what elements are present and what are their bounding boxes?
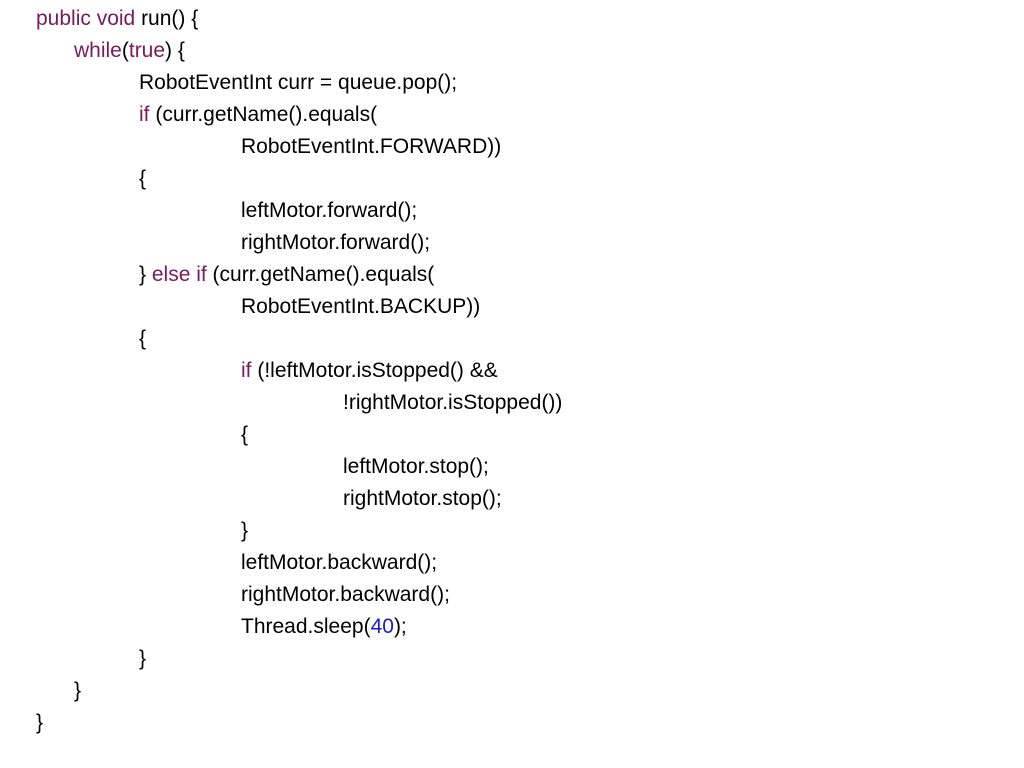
- code-token: }: [74, 679, 82, 702]
- code-token: {: [241, 423, 249, 446]
- code-line: } else if (curr.getName().equals(: [36, 259, 562, 291]
- code-token: (!leftMotor.isStopped() &&: [251, 359, 498, 382]
- code-token: (curr.getName().equals(: [206, 263, 435, 286]
- code-token: rightMotor.forward();: [241, 231, 431, 254]
- code-token: rightMotor.backward();: [241, 583, 450, 606]
- code-token: leftMotor.forward();: [241, 199, 418, 222]
- code-line: leftMotor.forward();: [36, 195, 562, 227]
- code-line: RobotEventInt.BACKUP)): [36, 291, 562, 323]
- code-token: leftMotor.stop();: [343, 455, 489, 478]
- code-token: ) {: [165, 39, 185, 62]
- code-token: }: [139, 263, 152, 286]
- code-line: {: [36, 419, 562, 451]
- code-line: {: [36, 163, 562, 195]
- code-keyword: true: [128, 39, 166, 62]
- code-keyword: else if: [151, 263, 207, 286]
- code-line: !rightMotor.isStopped()): [36, 387, 562, 419]
- code-line: }: [36, 643, 562, 675]
- code-line: if (curr.getName().equals(: [36, 99, 562, 131]
- code-line: }: [36, 675, 562, 707]
- code-token: }: [241, 519, 249, 542]
- code-keyword: if: [241, 359, 252, 382]
- code-token: (: [121, 39, 129, 62]
- code-token: run() {: [135, 7, 199, 30]
- code-token: rightMotor.stop();: [343, 487, 502, 510]
- code-token: RobotEventInt.FORWARD)): [241, 135, 502, 158]
- code-block: public void run() {while(true) {RobotEve…: [36, 3, 562, 739]
- code-token: RobotEventInt curr = queue.pop();: [139, 71, 458, 94]
- code-keyword: if: [139, 103, 150, 126]
- code-token: !rightMotor.isStopped()): [343, 391, 563, 414]
- code-line: RobotEventInt.FORWARD)): [36, 131, 562, 163]
- code-line: RobotEventInt curr = queue.pop();: [36, 67, 562, 99]
- code-line: {: [36, 323, 562, 355]
- code-line: rightMotor.backward();: [36, 579, 562, 611]
- code-token: }: [36, 711, 44, 734]
- code-token: (curr.getName().equals(: [149, 103, 378, 126]
- code-line: rightMotor.forward();: [36, 227, 562, 259]
- code-token: {: [139, 327, 147, 350]
- code-keyword: public void: [36, 7, 136, 30]
- code-line: public void run() {: [36, 3, 562, 35]
- code-line: }: [36, 707, 562, 739]
- code-number: 40: [370, 615, 394, 638]
- code-line: leftMotor.stop();: [36, 451, 562, 483]
- code-keyword: while: [74, 39, 122, 62]
- code-line: Thread.sleep(40);: [36, 611, 562, 643]
- code-token: );: [393, 615, 407, 638]
- code-token: Thread.sleep(: [241, 615, 371, 638]
- code-line: rightMotor.stop();: [36, 483, 562, 515]
- code-token: }: [139, 647, 147, 670]
- code-token: RobotEventInt.BACKUP)): [241, 295, 481, 318]
- code-line: if (!leftMotor.isStopped() &&: [36, 355, 562, 387]
- code-line: }: [36, 515, 562, 547]
- code-token: leftMotor.backward();: [241, 551, 438, 574]
- code-line: leftMotor.backward();: [36, 547, 562, 579]
- code-line: while(true) {: [36, 35, 562, 67]
- code-token: {: [139, 167, 147, 190]
